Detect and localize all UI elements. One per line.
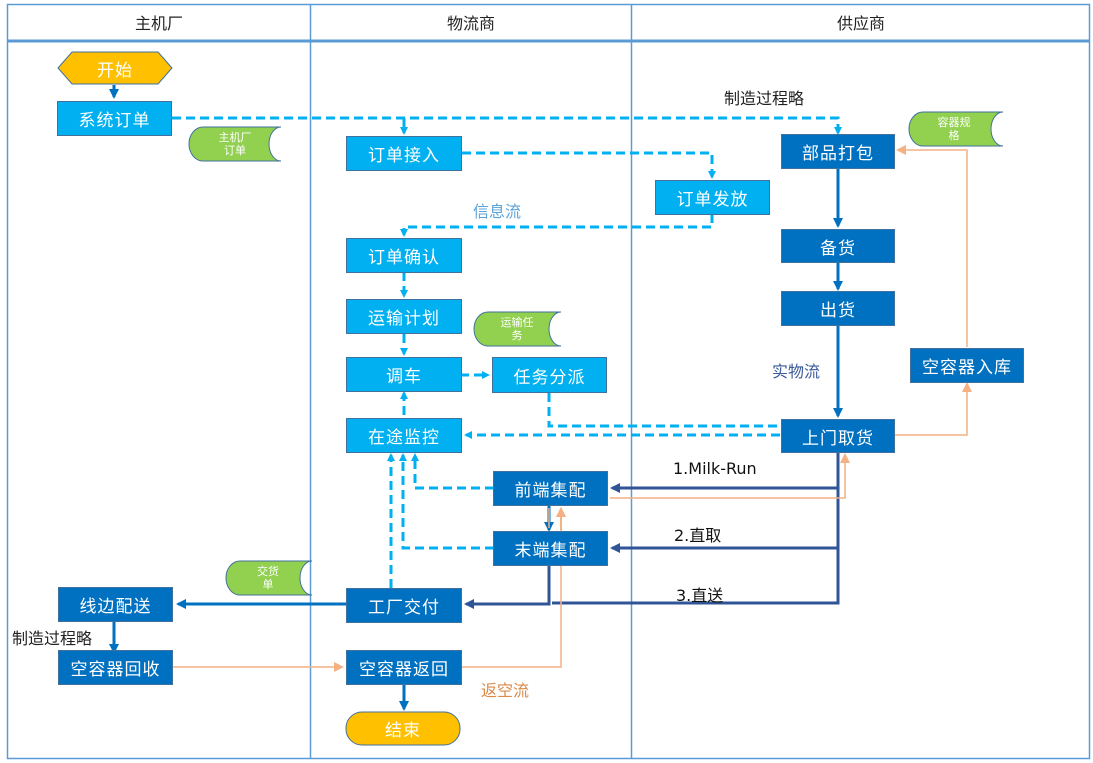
node-empty-container-storage: 空容器入库 <box>910 348 1024 383</box>
node-parts-packing: 部品打包 <box>781 134 895 169</box>
node-end-consolidation: 末端集配 <box>493 531 608 566</box>
node-in-transit-monitor: 在途监控 <box>346 418 462 453</box>
start-terminal <box>57 51 173 85</box>
node-empty-container-recovery: 空容器回收 <box>58 650 173 685</box>
lane-frame <box>6 3 1091 760</box>
label-manufacturing-omitted-top: 制造过程略 <box>724 89 805 108</box>
doc-delivery-note: 交货单 <box>257 565 279 591</box>
node-order-intake: 订单接入 <box>346 136 462 171</box>
node-front-consolidation: 前端集配 <box>493 471 608 506</box>
node-stock-prep: 备货 <box>781 229 895 263</box>
label-manufacturing-omitted-bottom: 制造过程略 <box>12 629 93 648</box>
label-return-flow: 返空流 <box>481 681 530 700</box>
label-route-milk-run: 1.Milk-Run <box>673 459 757 478</box>
node-factory-delivery: 工厂交付 <box>346 588 462 623</box>
node-task-assign: 任务分派 <box>492 357 607 393</box>
end-label: 结束 <box>385 721 421 741</box>
return-flow-connectors <box>172 145 972 672</box>
label-route-direct-pickup: 2.直取 <box>674 526 722 545</box>
lane-header-logistics: 物流商 <box>446 14 495 33</box>
label-physical-flow: 实物流 <box>772 362 821 381</box>
node-transport-plan: 运输计划 <box>346 299 462 334</box>
node-shipment: 出货 <box>781 291 895 326</box>
lane-header-supplier: 供应商 <box>836 14 885 33</box>
node-empty-container-return: 空容器返回 <box>346 650 462 685</box>
lane-header-oem: 主机厂 <box>134 14 183 33</box>
label-route-direct-delivery: 3.直送 <box>676 586 724 605</box>
route-connectors <box>464 453 840 609</box>
info-flow-connectors <box>172 116 842 588</box>
label-info-flow: 信息流 <box>473 202 522 221</box>
doc-container-spec: 容器规格 <box>937 116 971 142</box>
node-dispatch: 调车 <box>346 357 462 392</box>
physical-flow-connectors <box>109 85 843 711</box>
doc-oem-order: 主机厂订单 <box>218 131 252 157</box>
node-order-release: 订单发放 <box>655 180 770 215</box>
node-lineside-delivery: 线边配送 <box>58 587 173 622</box>
node-door-pickup: 上门取货 <box>781 419 895 453</box>
end-terminal <box>345 711 461 746</box>
start-label: 开始 <box>97 60 133 81</box>
node-order-confirm: 订单确认 <box>346 238 462 273</box>
document-shapes <box>188 111 1004 596</box>
node-system-order: 系统订单 <box>57 101 172 136</box>
doc-transport-task: 运输任务 <box>500 316 534 342</box>
